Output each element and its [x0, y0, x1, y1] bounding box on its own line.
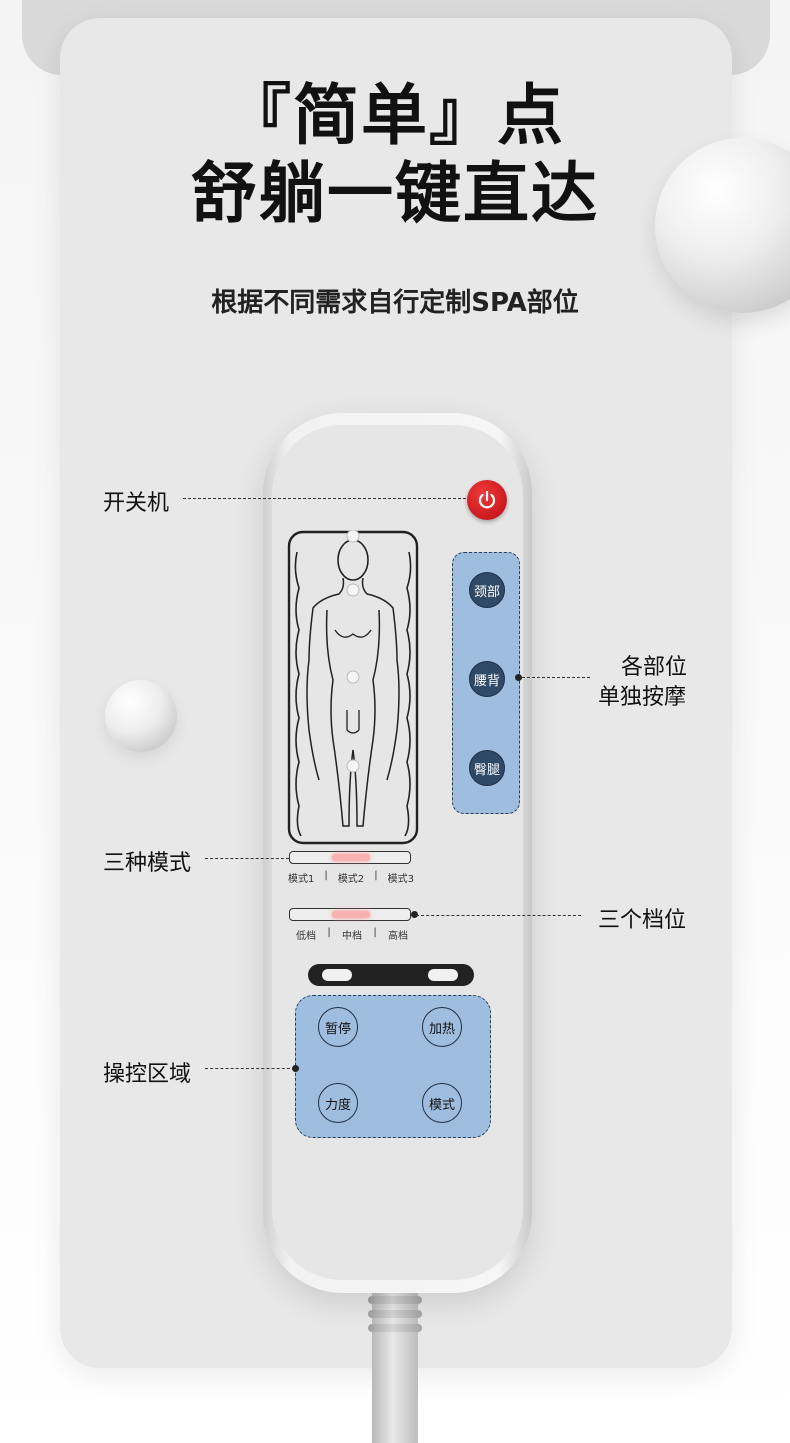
headline-line1: 『简单』点: [225, 77, 565, 154]
mode-label: 模式1: [288, 874, 315, 885]
decorative-sphere: [655, 138, 790, 313]
separator: |: [373, 927, 377, 938]
led-pill: [428, 969, 458, 981]
level-label: 低档: [296, 931, 316, 942]
pause-button[interactable]: 暂停: [318, 1007, 358, 1047]
separator: |: [374, 870, 378, 881]
callout-zones-line2: 单独按摩: [598, 685, 687, 710]
mode-button[interactable]: 模式: [422, 1083, 462, 1123]
callout-line: [522, 677, 590, 678]
callout-controls: 操控区域: [103, 1062, 192, 1087]
callout-dot: [411, 911, 418, 918]
zone-button-legs[interactable]: 臀腿: [469, 750, 505, 786]
power-button[interactable]: [467, 480, 507, 520]
decorative-sphere-small: [105, 680, 177, 752]
callout-line: [205, 858, 289, 859]
power-icon: [478, 490, 496, 509]
cord-ring: [368, 1324, 422, 1332]
callout-levels: 三个档位: [598, 908, 687, 933]
mode-label: 模式3: [387, 874, 414, 885]
callout-line: [205, 1068, 295, 1069]
level-labels: 低档 | 中档 | 高档: [296, 927, 408, 942]
callout-modes: 三种模式: [103, 851, 192, 876]
mode-labels: 模式1 | 模式2 | 模式3: [288, 870, 414, 885]
mode-active-glow: [332, 854, 370, 861]
level-label: 高档: [388, 931, 408, 942]
strength-button[interactable]: 力度: [318, 1083, 358, 1123]
callout-power: 开关机: [103, 491, 170, 516]
separator: |: [327, 927, 331, 938]
callout-line: [183, 498, 466, 499]
callout-line: [416, 915, 581, 916]
cord-ring: [368, 1296, 422, 1304]
zone-button-neck[interactable]: 颈部: [469, 572, 505, 608]
callout-dot: [515, 674, 522, 681]
cord-ring: [368, 1310, 422, 1318]
level-active-glow: [332, 911, 370, 918]
subtitle: 根据不同需求自行定制SPA部位: [211, 288, 579, 318]
headline-line2: 舒躺一键直达: [191, 155, 599, 232]
led-pill: [322, 969, 352, 981]
mode-label: 模式2: [337, 874, 365, 885]
led-indicator-strip: [308, 964, 474, 986]
zone-button-back[interactable]: 腰背: [469, 661, 505, 697]
separator: |: [324, 870, 328, 881]
body-map-icon: [287, 530, 419, 845]
level-indicator-bar: [289, 908, 411, 921]
level-label: 中档: [342, 931, 362, 942]
mode-indicator-bar: [289, 851, 411, 864]
callout-dot: [292, 1065, 299, 1072]
callout-zones-line1: 各部位: [621, 655, 688, 680]
heat-button[interactable]: 加热: [422, 1007, 462, 1047]
